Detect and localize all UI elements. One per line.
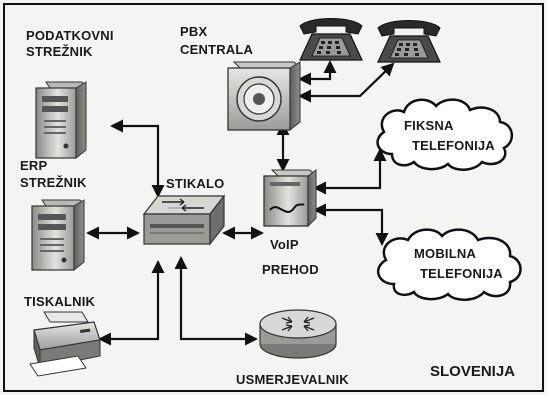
cloud-icon	[376, 228, 522, 301]
data-server-label-line2: STREŽNIK	[26, 44, 93, 59]
diagram-frame	[3, 3, 544, 392]
pbx-label-line1: PBX	[180, 24, 207, 39]
connections	[86, 60, 395, 346]
data-server-label-line1: PODATKOVNI	[26, 28, 114, 43]
link-pbx-phone-2	[298, 62, 395, 103]
link-data-server-switch	[110, 119, 165, 198]
fixed-telephony-label-line2: TELEFONIJA	[412, 138, 495, 153]
voip-label-line2: PREHOD	[262, 262, 319, 277]
mobile-telephony-label-line2: TELEFONIJA	[420, 266, 503, 281]
desk-phone-icon	[377, 20, 441, 63]
mobile-telephony-label-line1: MOBILNA	[414, 246, 476, 261]
country-label: SLOVENIJA	[430, 363, 515, 380]
erp-server-label-line1: ERP	[20, 158, 47, 173]
printer-label: TISKALNIK	[24, 294, 96, 309]
fixed-telephony-label-line1: FIKSNA	[404, 118, 454, 133]
desk-phone-icon	[299, 18, 363, 61]
pbx-unit-icon	[227, 61, 302, 132]
link-pbx-phone-1	[298, 60, 337, 86]
server-tower-icon	[31, 199, 85, 272]
server-tower-icon	[35, 81, 87, 160]
erp-server-label-line2: STREŽNIK	[20, 175, 87, 190]
pbx-label-line2: CENTRALA	[180, 42, 254, 57]
switch-label: STIKALO	[166, 176, 224, 191]
link-printer-switch	[98, 260, 165, 346]
gateway-box-icon	[263, 169, 318, 228]
voip-label-line1: VoIP	[270, 237, 299, 252]
network-switch-icon	[142, 194, 226, 246]
router-label: USMERJEVALNIK	[236, 372, 349, 387]
link-switch-router	[174, 256, 258, 346]
link-voip-mobile	[313, 203, 389, 246]
router-icon	[259, 309, 337, 359]
printer-icon	[29, 311, 101, 377]
cloud-icon	[376, 98, 513, 171]
link-voip-fixed	[313, 148, 387, 195]
